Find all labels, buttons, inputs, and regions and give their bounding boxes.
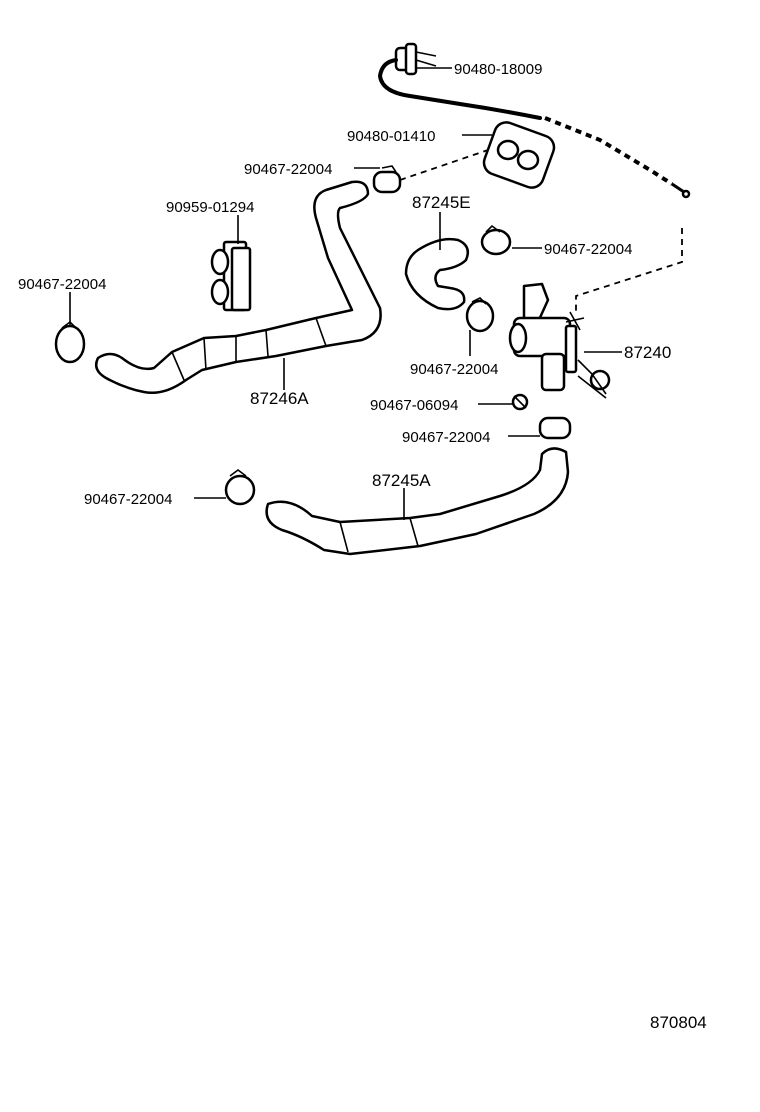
- label-87240: 87240: [624, 343, 671, 362]
- hose-clamp-lower: [538, 416, 572, 440]
- hose-clamp-bottom: [224, 469, 256, 506]
- label-87245A: 87245A: [372, 471, 431, 490]
- water-valve-87240: [508, 282, 611, 399]
- label-clamp-bottom: 90467-22004: [84, 491, 172, 508]
- dashed-guide-top: [399, 149, 489, 181]
- label-clamp-left: 90467-22004: [18, 276, 106, 293]
- label-87245E: 87245E: [412, 193, 471, 212]
- label-clamp-right: 90467-22004: [544, 241, 632, 258]
- label-90480-01410: 90480-01410: [347, 128, 435, 145]
- label-clamp-mid: 90467-22004: [410, 361, 498, 378]
- grommet-plate-part: [482, 121, 556, 189]
- hose-clamp-top: [372, 165, 402, 194]
- grommet-wire-part: [378, 42, 691, 199]
- label-clamp-lower: 90467-22004: [402, 429, 490, 446]
- hose-clamp-mid: [465, 297, 495, 333]
- label-90959-01294: 90959-01294: [166, 199, 254, 216]
- label-90467-06094: 90467-06094: [370, 397, 458, 414]
- heater-hose-87246A: [95, 180, 382, 394]
- label-90480-18009: 90480-18009: [454, 61, 542, 78]
- diagram-id: 870804: [650, 1013, 707, 1032]
- dashed-guide-right: [575, 228, 683, 312]
- hose-clamp-left: [54, 320, 86, 364]
- hose-clamp-right: [480, 224, 512, 256]
- label-87246A: 87246A: [250, 389, 309, 408]
- label-clamp-top: 90467-22004: [244, 161, 332, 178]
- screw-part: [511, 393, 529, 411]
- heater-hose-87245E: [404, 237, 469, 311]
- hose-clip-part: [210, 240, 252, 312]
- heater-hose-87245A: [265, 447, 570, 556]
